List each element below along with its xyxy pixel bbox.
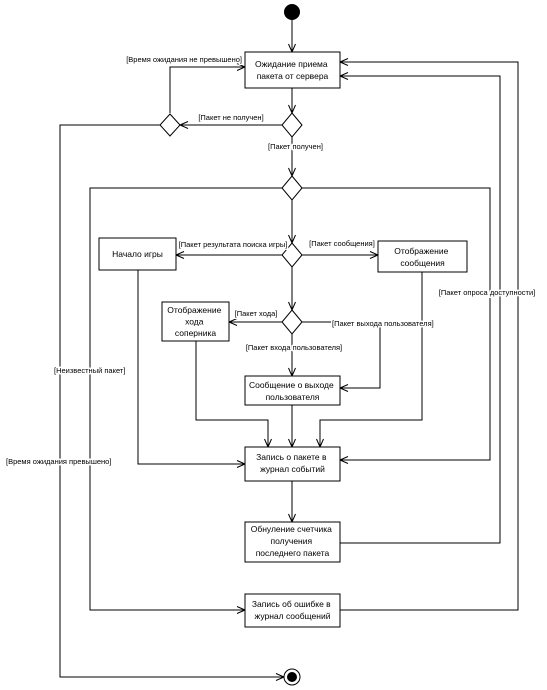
activity-log-error: Запись об ошибке в журнал сообщений [244,593,341,628]
activity-label: Ожидание приема пакета от сервера [255,59,330,81]
activity-label-line: соперника [175,328,216,338]
activity-label-line: Запись об ошибке в [252,599,331,609]
activity-log-packet: Запись о пакете в журнал событий [244,446,341,482]
edge-timeout-exceeded-to-final [59,124,284,677]
guard-timeout-exceeded: [Время ожидания превышено] [6,457,111,466]
activity-box [244,51,341,89]
activity-label: Отображение хода соперника [167,305,223,338]
edge-reset-counter-to-wait-packet [340,76,501,544]
activity-box [161,301,230,342]
activity-label-line: Обнуление счетчика [251,524,332,534]
activity-box [244,375,341,406]
guard-unknown-packet: [Неизвестный пакет] [54,366,125,375]
activity-show-opponent-move: Отображение хода соперника [161,301,230,342]
nodes: Ожидание приема пакета от сервера Начало… [98,4,468,686]
edge-availability-poll-to-log-packet [302,187,491,460]
activity-label: Обнуление счетчика получения последнего … [251,524,335,558]
activity-game-start: Начало игры [98,237,177,271]
activity-box [377,240,468,273]
activity-label-line: пакета от сервера [257,71,329,81]
guard-message-packet: [Пакет сообщения] [309,239,375,248]
decision-packet-type-3 [281,309,303,335]
decision-timeout [159,113,181,137]
guard-move-packet: [Пакет хода] [235,309,278,318]
activity-label-line: Отображение [394,246,448,256]
final-node [283,668,301,686]
activity-label-line: Запись о пакете в [256,452,327,462]
guard-timeout-not-exceeded: [Время ожидания не превышено] [126,55,242,64]
activity-box [98,237,177,271]
decision-packet-type-1 [281,175,303,201]
final-node-dot [287,672,297,682]
activity-label-line: Сообщение о выходе [249,380,334,390]
decision-packet-received [281,112,303,138]
activity-label-line: получения [271,536,313,546]
activity-label-line: журнал сообщений [255,611,331,621]
edges [59,20,519,677]
guard-labels: [Время ожидания не превышено] [Пакет не … [5,54,537,468]
guard-user-enter-packet: [Пакет входа пользователя] [246,343,342,352]
guard-packet-received: [Пакет получен] [268,142,323,151]
activity-label: Начало игры [112,249,163,259]
activity-label-line: сообщения [400,258,445,268]
guard-packet-not-received: [Пакет не получен] [198,113,263,122]
initial-node [284,4,300,20]
edge-timeout-not-exceeded-to-wait-packet [169,67,245,113]
activity-label: Сообщение о выходе пользователя [249,380,336,402]
activity-show-message: Отображение сообщения [377,240,468,273]
edge-show-move-to-log-packet [195,341,268,447]
activity-label-line: Отображение [167,305,221,315]
activity-label-line: Начало игры [112,249,163,259]
activity-box [244,521,341,563]
activity-label: Запись об ошибке в журнал сообщений [252,599,333,621]
guard-user-exit-packet: [Пакет выхода пользователя] [332,319,434,328]
guard-availability-poll-packet: [Пакет опроса доступности] [439,288,535,297]
activity-box [244,593,341,628]
edge-unknown-packet-to-log-error [89,187,282,610]
activity-user-exit-message: Сообщение о выходе пользователя [244,375,341,406]
activity-wait-packet: Ожидание приема пакета от сервера [244,51,341,89]
activity-label-line: журнал событий [260,464,325,474]
activity-label-line: последнего пакета [256,548,330,558]
decision-packet-type-2 [281,242,303,268]
edge-log-error-to-wait-packet [340,62,519,611]
guard-search-result-packet: [Пакет результата поиска игры] [179,240,288,249]
activity-label-line: Ожидание приема [255,59,328,69]
edge-show-message-to-log-packet [320,272,423,447]
activity-label-line: хода [185,317,204,327]
activity-box [244,446,341,482]
edge-game-start-to-log-packet [137,270,245,464]
activity-label-line: пользователя [266,392,320,402]
edge-user-exit-to-exit-message [302,321,381,388]
activity-label: Запись о пакете в журнал событий [256,452,329,474]
activity-reset-counter: Обнуление счетчика получения последнего … [244,521,341,563]
activity-label: Отображение сообщения [394,246,450,268]
